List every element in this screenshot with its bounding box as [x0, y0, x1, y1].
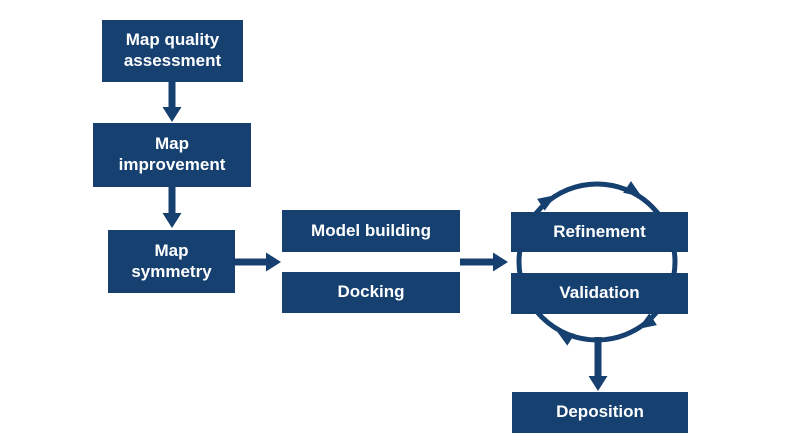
node-model-building: Model building [282, 210, 460, 252]
node-map-quality-assessment: Map quality assessment [102, 20, 243, 82]
arrow-improvement-to-symmetry-head-icon [162, 213, 182, 228]
node-docking: Docking [282, 272, 460, 313]
node-label: Map quality assessment [123, 30, 222, 70]
node-label: Refinement [553, 221, 646, 241]
node-label: Map improvement [118, 134, 226, 174]
refinement-validation-cycle-circle [516, 181, 678, 343]
arrow-cycle-to-deposition-head-icon [588, 376, 608, 391]
cycle-arrowhead-top-left-icon [537, 195, 556, 211]
node-label: Model building [311, 220, 431, 240]
node-map-symmetry: Map symmetry [108, 230, 235, 293]
arrow-quality-to-improvement-head-icon [162, 107, 182, 122]
node-refinement: Refinement [511, 212, 688, 252]
arrow-symmetry-to-modeling-head-icon [266, 252, 281, 272]
node-label: Docking [337, 282, 405, 302]
arrow-modeling-to-refinement-head-icon [493, 252, 508, 272]
cycle-arrowhead-top-right-icon [623, 181, 642, 197]
node-validation: Validation [511, 273, 688, 314]
node-label: Map symmetry [131, 240, 212, 281]
node-label: Deposition [556, 402, 644, 422]
cycle-arrowhead-bottom-right-icon [638, 313, 657, 329]
node-map-improvement: Map improvement [93, 123, 251, 187]
node-label: Validation [559, 283, 640, 303]
node-deposition: Deposition [512, 392, 688, 433]
cycle-arrowhead-bottom-left-icon [556, 330, 575, 346]
